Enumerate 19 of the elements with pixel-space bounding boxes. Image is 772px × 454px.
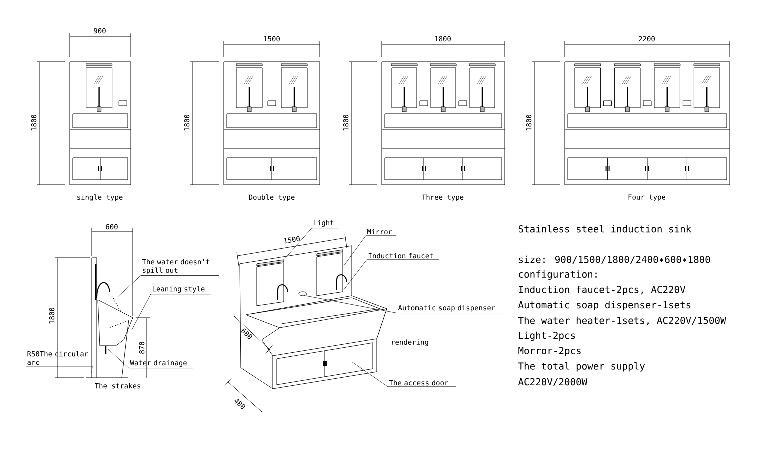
spec-text: The water heater-1sets, AC220V/1500W xyxy=(518,316,726,326)
spec-text: configuration: xyxy=(519,270,597,280)
spec-text: Induction faucet-2pcs, AC220V xyxy=(519,286,686,296)
spec-text: AC220V/2000W xyxy=(518,378,588,386)
spec-text: Automatic soap dispenser-1sets xyxy=(518,301,691,311)
leader-line xyxy=(344,260,440,290)
leader-line xyxy=(352,362,457,388)
leader-line xyxy=(118,276,220,298)
leader-line xyxy=(132,294,212,330)
spec-text: size: 900/1500/1800/2400∗600∗1800 xyxy=(519,256,710,264)
leader-line xyxy=(108,348,194,368)
spec-text: Light-2pcs xyxy=(519,332,576,342)
title: Stainless steel induction sink xyxy=(518,225,692,233)
spec-text: The total power supply xyxy=(518,362,646,372)
leader-line xyxy=(284,228,339,260)
leader-line xyxy=(306,296,504,314)
spec-text: Morror-2pcs xyxy=(518,347,581,356)
leader-line xyxy=(344,236,397,266)
leader-line xyxy=(26,366,93,374)
